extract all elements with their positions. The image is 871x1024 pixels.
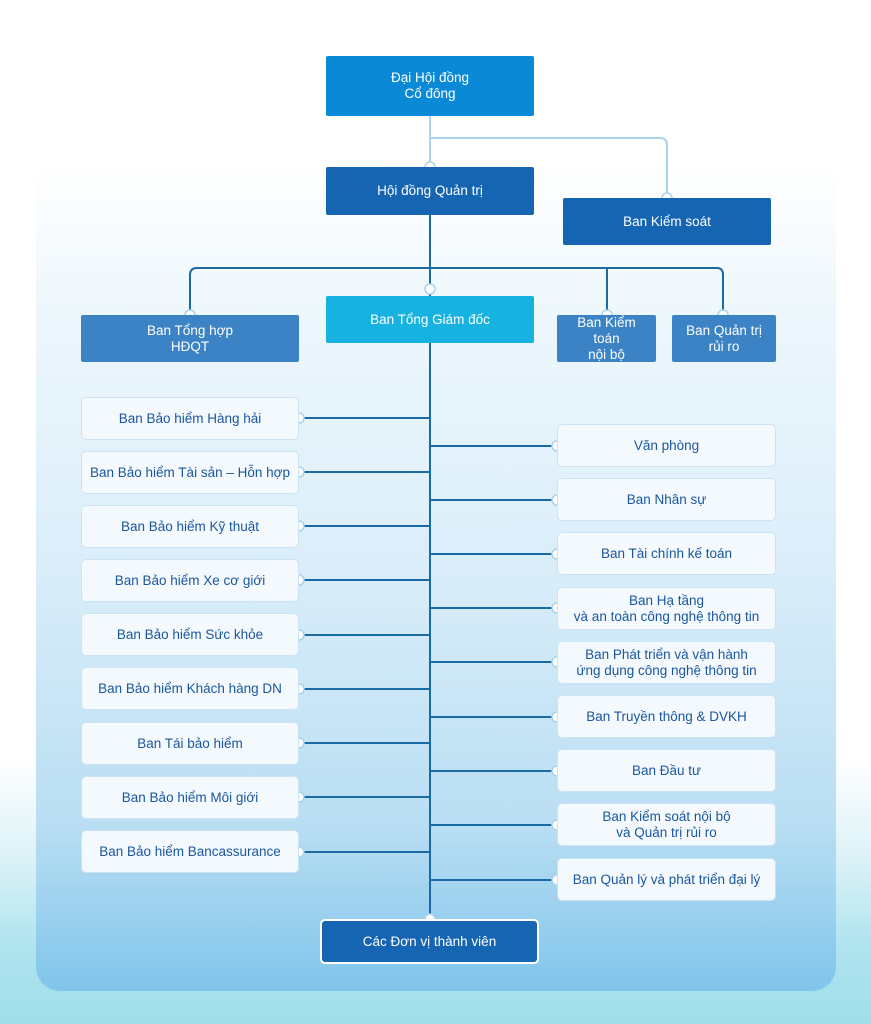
right-unit-label: Ban Quản lý và phát triển đại lý [572, 871, 761, 887]
right-unit-8: Ban Kiểm soát nội bộ và Quản trị rủi ro [557, 803, 776, 846]
right-unit-5: Ban Phát triển và vận hành ứng dụng công… [557, 641, 776, 684]
box-risk-management: Ban Quản trị rủi ro [672, 315, 776, 362]
box-shareholders-label: Đại Hội đồng Cổ đông [390, 70, 470, 101]
connector-dot [424, 283, 436, 295]
box-shareholders: Đại Hội đồng Cổ đông [326, 56, 534, 116]
left-unit-label: Ban Bảo hiểm Kỹ thuật [120, 518, 260, 534]
box-board-label: Hội đồng Quản trị [377, 183, 483, 198]
left-unit-label: Ban Tái bảo hiểm [137, 735, 243, 751]
right-unit-3: Ban Tài chính kế toán [557, 532, 776, 575]
box-general-office-label: Ban Tổng hợp HĐQT [147, 322, 233, 354]
box-risk-management-label: Ban Quản trị rủi ro [686, 322, 762, 354]
left-unit-label: Ban Bảo hiểm Khách hàng DN [98, 680, 282, 696]
left-unit-5: Ban Bảo hiểm Sức khỏe [81, 613, 299, 656]
right-unit-label: Ban Kiểm soát nội bộ và Quản trị rủi ro [602, 808, 731, 840]
left-unit-7: Ban Tái bảo hiểm [81, 722, 299, 765]
left-unit-9: Ban Bảo hiểm Bancassurance [81, 830, 299, 873]
left-unit-label: Ban Bảo hiểm Môi giới [121, 789, 259, 805]
left-unit-2: Ban Bảo hiểm Tài sản – Hỗn hợp [81, 451, 299, 494]
box-general-office: Ban Tổng hợp HĐQT [81, 315, 299, 362]
right-unit-label: Ban Đầu tư [631, 762, 702, 778]
right-unit-label: Ban Phát triển và vận hành ứng dụng công… [576, 646, 757, 678]
left-unit-8: Ban Bảo hiểm Môi giới [81, 776, 299, 819]
left-unit-label: Ban Bảo hiểm Bancassurance [99, 843, 281, 859]
left-unit-label: Ban Bảo hiểm Tài sản – Hỗn hợp [90, 464, 290, 480]
right-unit-label: Văn phòng [633, 437, 700, 453]
line-staff-branch [189, 267, 724, 315]
right-unit-1: Văn phòng [557, 424, 776, 467]
box-member-units-label: Các Đơn vị thành viên [362, 933, 497, 949]
left-unit-4: Ban Bảo hiểm Xe cơ giới [81, 559, 299, 602]
right-unit-label: Ban Truyền thông & DVKH [586, 708, 747, 724]
left-unit-label: Ban Bảo hiểm Xe cơ giới [114, 572, 266, 588]
box-internal-audit-label: Ban Kiểm toán nội bộ [577, 314, 636, 362]
right-unit-label: Ban Nhân sự [626, 491, 707, 507]
right-unit-label: Ban Hạ tầng và an toàn công nghệ thông t… [573, 592, 760, 624]
left-unit-6: Ban Bảo hiểm Khách hàng DN [81, 667, 299, 710]
left-unit-label: Ban Bảo hiểm Hàng hải [118, 410, 262, 426]
left-unit-label: Ban Bảo hiểm Sức khỏe [116, 626, 264, 642]
box-ceo-label: Ban Tổng Giám đốc [370, 311, 490, 327]
line-shareholders-supervisory [430, 137, 668, 198]
box-ceo: Ban Tổng Giám đốc [326, 296, 534, 343]
left-unit-1: Ban Bảo hiểm Hàng hải [81, 397, 299, 440]
box-board: Hội đồng Quản trị [326, 167, 534, 215]
right-unit-4: Ban Hạ tầng và an toàn công nghệ thông t… [557, 587, 776, 630]
left-unit-3: Ban Bảo hiểm Kỹ thuật [81, 505, 299, 548]
right-unit-9: Ban Quản lý và phát triển đại lý [557, 858, 776, 901]
box-internal-audit: Ban Kiểm toán nội bộ [557, 315, 656, 362]
right-unit-label: Ban Tài chính kế toán [600, 545, 733, 561]
right-unit-2: Ban Nhân sự [557, 478, 776, 521]
right-unit-6: Ban Truyền thông & DVKH [557, 695, 776, 738]
box-member-units: Các Đơn vị thành viên [320, 919, 539, 964]
right-unit-7: Ban Đầu tư [557, 749, 776, 792]
box-supervisory-label: Ban Kiểm soát [623, 213, 711, 229]
box-supervisory: Ban Kiểm soát [563, 198, 771, 245]
